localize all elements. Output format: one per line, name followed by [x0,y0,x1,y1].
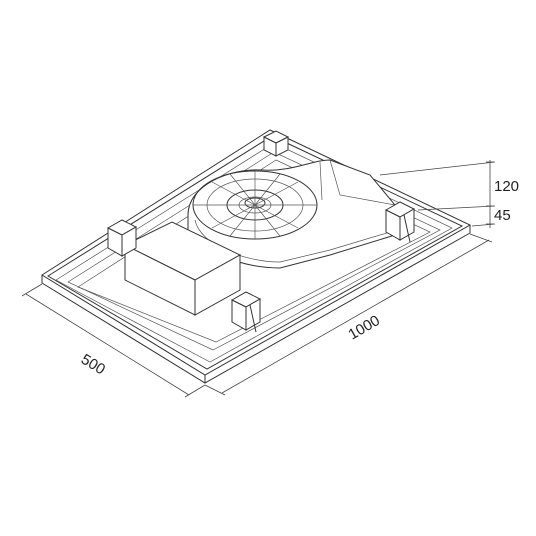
mounting-bracket-front [230,291,262,333]
mounting-bracket-top [262,130,290,157]
width-label: 500 [78,351,108,378]
length-label: 1000 [346,312,383,343]
mounting-bracket-left [106,219,138,257]
top-height-label: 120 [494,178,519,195]
dimension-heights: 120 45 [379,160,519,228]
mounting-bracket-right [384,201,416,243]
bottom-height-label: 45 [494,207,511,224]
motor-box [123,221,242,316]
